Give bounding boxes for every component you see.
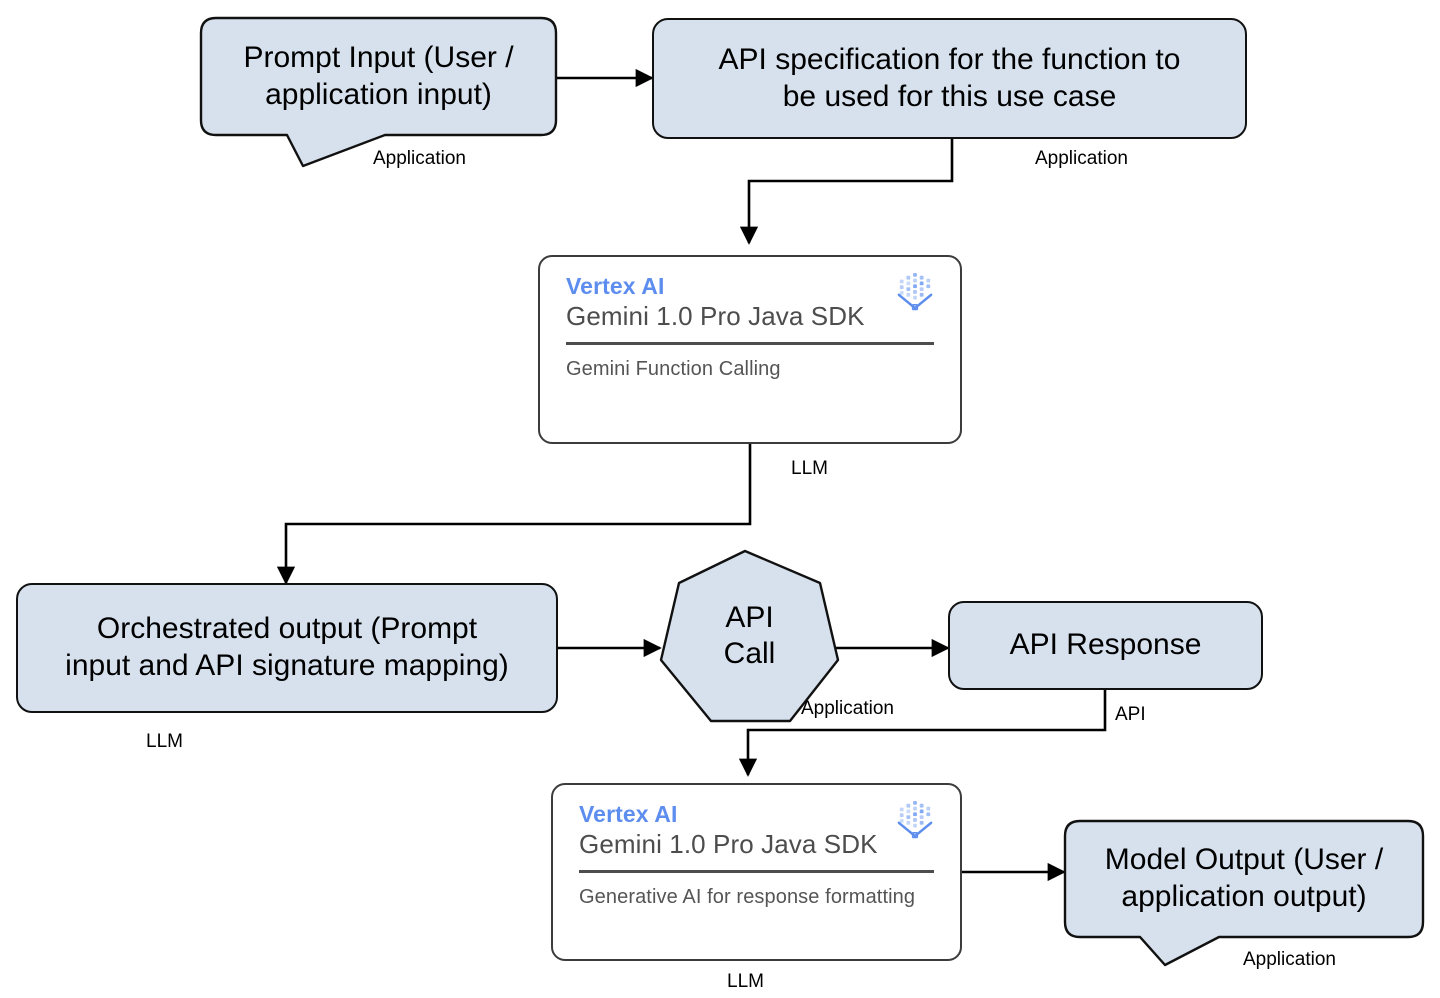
vertex-card-2-title: Gemini 1.0 Pro Java SDK [579, 829, 878, 860]
node-api-spec[interactable]: API specification for the function to be… [652, 18, 1247, 139]
api-call-label: API Call [661, 551, 838, 721]
node-vertex-card-2[interactable]: Vertex AI Gemini 1.0 Pro Java SDK [551, 783, 962, 961]
annotation-api-response: API [1115, 704, 1146, 725]
vertex-card-2-divider [579, 869, 934, 873]
vertex-card-2-brand: Vertex AI [579, 801, 678, 827]
vertex-ai-icon [897, 800, 933, 839]
api-spec-line-2: be used for this use case [782, 79, 1117, 113]
prompt-input-line-2: application input) [265, 77, 492, 111]
vertex-ai-icon [897, 272, 933, 311]
api-call-line-2: Call [723, 637, 776, 670]
node-model-output[interactable]: Model Output (User / application output) [1065, 821, 1423, 937]
orchestrated-output-line-1: Orchestrated output (Prompt [96, 612, 478, 646]
model-output-line-1: Model Output (User / [1104, 843, 1384, 877]
vertex-card-2-header: Vertex AI Gemini 1.0 Pro Java SDK [579, 800, 934, 861]
api-call-line-1: API [725, 601, 774, 634]
vertex-card-1-brand: Vertex AI [566, 273, 665, 299]
vertex-card-1-divider [566, 341, 934, 345]
annotation-vertex-card-1: LLM [791, 458, 828, 479]
annotation-prompt-input: Application [373, 148, 466, 169]
node-orchestrated-output[interactable]: Orchestrated output (Prompt input and AP… [16, 583, 558, 713]
connector-api-spec-to-vertex-card-1 [739, 139, 954, 245]
api-spec-line-1: API specification for the function to [718, 42, 1181, 76]
api-response-line-1: API Response [1009, 628, 1202, 662]
annotation-model-output: Application [1243, 949, 1336, 970]
prompt-input-line-1: Prompt Input (User / [243, 40, 514, 74]
annotation-orchestrated-output: LLM [146, 731, 183, 752]
node-api-response[interactable]: API Response [948, 601, 1263, 690]
vertex-card-1-subtitle: Gemini Function Calling [566, 357, 781, 380]
annotation-api-spec: Application [1035, 148, 1128, 169]
node-api-call[interactable]: API Call [661, 551, 838, 721]
node-prompt-input[interactable]: Prompt Input (User / application input) [201, 18, 556, 135]
model-output-line-2: application output) [1121, 880, 1367, 913]
annotation-api-call: Application [801, 698, 894, 719]
annotation-vertex-card-2: LLM [727, 971, 764, 992]
vertex-card-1-title: Gemini 1.0 Pro Java SDK [566, 301, 865, 332]
vertex-card-2-subtitle: Generative AI for response formatting [579, 885, 916, 908]
node-vertex-card-1[interactable]: Vertex AI Gemini 1.0 Pro Java SDK [538, 255, 962, 444]
vertex-card-1-header: Vertex AI Gemini 1.0 Pro Java SDK [566, 272, 934, 333]
orchestrated-output-line-2: input and API signature mapping) [65, 649, 509, 682]
